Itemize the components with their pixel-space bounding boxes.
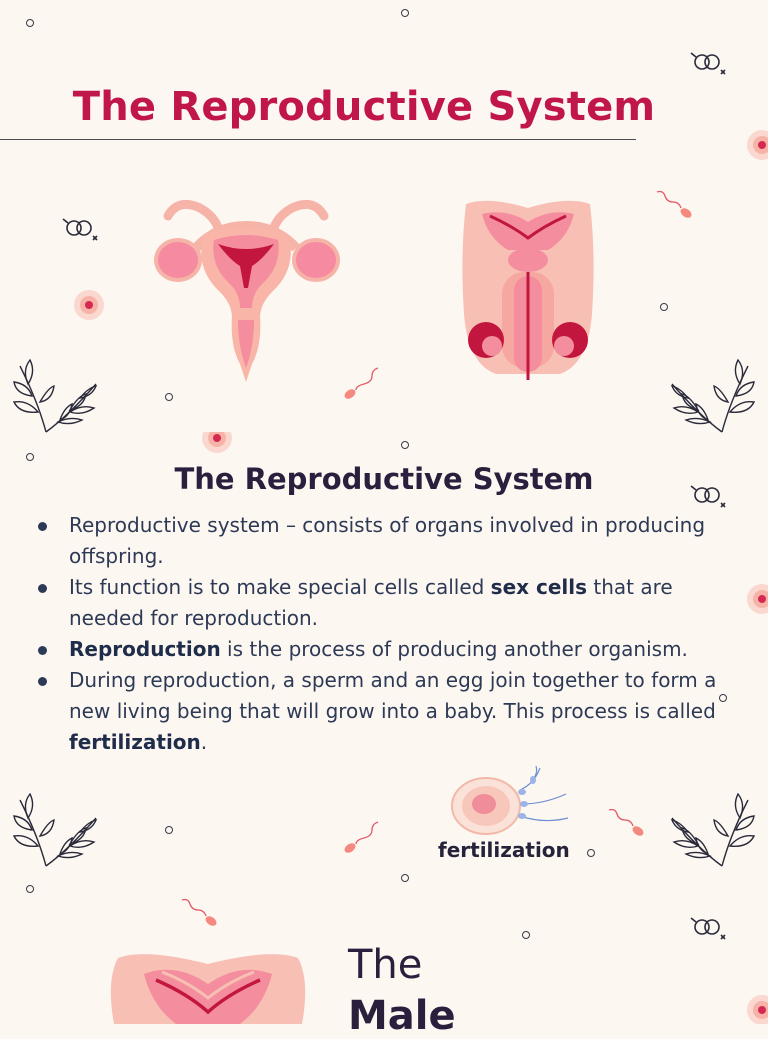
sperm-icon — [344, 367, 379, 399]
decor-ring — [401, 9, 409, 17]
bullet-text: Reproductive system – consists of organs… — [69, 513, 706, 568]
egg-cell-icon — [451, 765, 569, 835]
bullet-text: Its function is to make special cells ca… — [69, 575, 491, 599]
next-section-title-line1: The — [348, 942, 423, 988]
male-reproductive-organ-icon — [110, 954, 306, 1024]
decor-ring — [26, 885, 34, 893]
section-title: The Reproductive System — [174, 462, 594, 496]
sperm-icon — [608, 808, 644, 836]
leaf-branch-icon — [670, 358, 756, 433]
decor-cell-icon — [74, 290, 104, 320]
gender-symbol-icon — [62, 218, 98, 241]
gender-symbol-icon — [690, 52, 726, 75]
decor-ring — [522, 931, 530, 939]
bullet-dot — [38, 522, 47, 531]
decor-ring — [719, 694, 727, 702]
bullet-dot — [38, 677, 47, 686]
title-divider — [0, 139, 636, 140]
sperm-icon — [656, 190, 692, 218]
decor-cell-icon — [202, 432, 232, 453]
decor-ring — [660, 303, 668, 311]
decor-ring — [165, 393, 173, 401]
gender-symbol-icon — [690, 485, 726, 508]
gender-symbol-icon — [690, 917, 726, 940]
leaf-branch-icon — [12, 358, 98, 433]
bullet-item: During reproduction, a sperm and an egg … — [36, 665, 736, 758]
bullet-text: is the process of producing another orga… — [220, 637, 688, 661]
bullet-item: Its function is to make special cells ca… — [36, 572, 736, 634]
bullet-list: Reproductive system – consists of organs… — [36, 510, 736, 758]
decor-ring — [587, 849, 595, 857]
decor-ring — [401, 874, 409, 882]
bullet-emphasis: Reproduction — [69, 637, 221, 661]
male-reproductive-organ-icon — [462, 200, 594, 380]
decor-ring — [401, 441, 409, 449]
decor-ring — [26, 19, 34, 27]
female-reproductive-organ-icon — [154, 199, 340, 382]
decor-cell-icon — [747, 995, 768, 1024]
decor-ring — [165, 826, 173, 834]
next-section-title-line2: Male — [348, 993, 456, 1039]
bullet-emphasis: sex cells — [490, 575, 588, 599]
decor-ring — [26, 453, 34, 461]
bullet-item: Reproduction is the process of producing… — [36, 634, 736, 665]
bullet-text: . — [200, 730, 208, 754]
fertilization-label: fertilization — [438, 838, 570, 862]
bullet-text: that are needed for reproduction. — [69, 575, 673, 630]
page-title: The Reproductive System — [72, 84, 656, 130]
bullet-dot — [38, 646, 47, 655]
bullet-dot — [38, 584, 47, 593]
bullet-item: Reproductive system – consists of organs… — [36, 510, 736, 572]
decor-cell-icon — [747, 584, 768, 614]
leaf-branch-icon — [12, 792, 98, 867]
sperm-icon — [181, 898, 217, 926]
decor-cell-icon — [747, 130, 768, 160]
bullet-emphasis: fertilization — [69, 730, 201, 754]
sperm-icon — [344, 821, 379, 853]
bullet-text: During reproduction, a sperm and an egg … — [69, 668, 717, 723]
leaf-branch-icon — [670, 792, 756, 867]
